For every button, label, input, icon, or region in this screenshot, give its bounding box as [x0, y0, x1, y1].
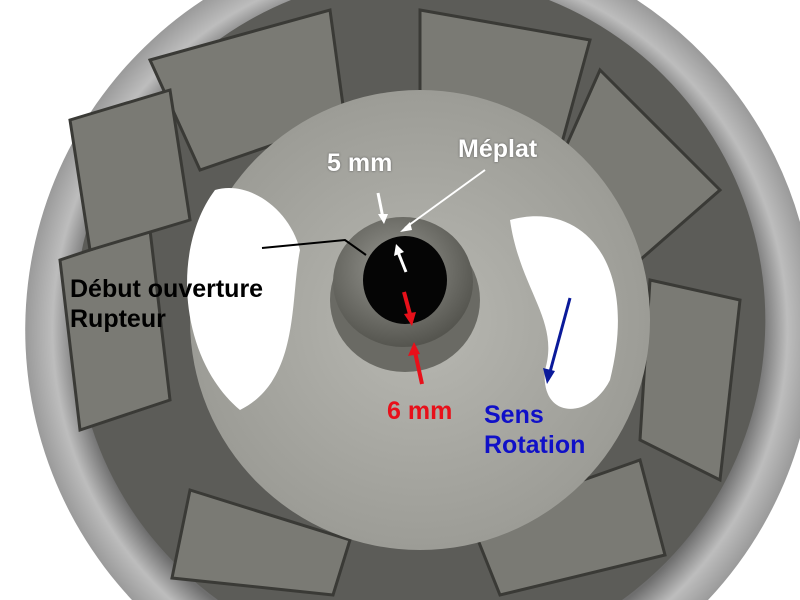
five-mm-label: 5 mm [327, 149, 393, 177]
six-mm-arrow-bottom [413, 351, 424, 385]
five-mm-arrow [376, 192, 385, 219]
annotation-arrows [261, 169, 572, 385]
rotation-line2: Rotation [484, 431, 586, 459]
magnet-segments [58, 8, 742, 597]
six-mm-label: 6 mm [387, 397, 453, 425]
five-mm-inner-arrow [396, 251, 408, 273]
cutout-right [510, 216, 618, 409]
cutout-left [187, 188, 300, 410]
meplat-label: Méplat [458, 135, 538, 163]
debut-line2: Rupteur [70, 305, 166, 333]
meplat-arrow [404, 169, 486, 229]
debut-label: Début ouverture Rupteur [70, 274, 263, 334]
rotation-arrow [548, 297, 572, 373]
debut-line1: Début ouverture [70, 275, 264, 303]
debut-arrow [261, 238, 367, 256]
hub-bore [363, 236, 447, 324]
rotation-line1: Sens [484, 401, 544, 429]
rotation-label: Sens Rotation [484, 400, 585, 460]
